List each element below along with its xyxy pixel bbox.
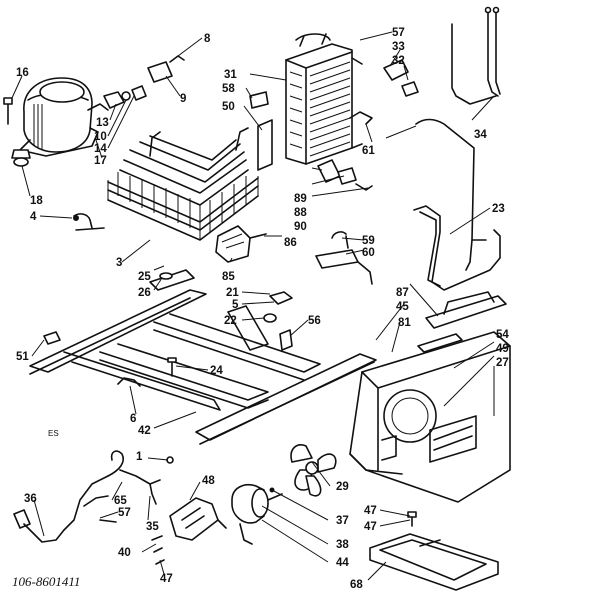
defrost-heater — [315, 231, 373, 285]
callout-59: 59 — [362, 235, 375, 247]
callout-61: 61 — [362, 145, 375, 157]
capillary-tube — [451, 6, 501, 105]
condenser-coil — [107, 127, 259, 241]
callout-25: 25 — [138, 271, 151, 283]
drain-trough — [425, 291, 507, 329]
callout-23: 23 — [492, 203, 505, 215]
callout-47c: 47 — [160, 573, 173, 585]
callout-86: 86 — [284, 237, 297, 249]
callout-58: 58 — [222, 83, 235, 95]
callout-26: 26 — [138, 287, 151, 299]
callout-27: 27 — [496, 357, 509, 369]
clip — [73, 213, 105, 231]
callout-22: 22 — [224, 315, 237, 327]
callout-18: 18 — [30, 195, 43, 207]
door-seal — [417, 333, 463, 353]
relay-overload — [103, 55, 185, 109]
callout-90: 90 — [294, 221, 307, 233]
evap-shield — [249, 91, 273, 171]
callouts: 8 9 16 13 10 14 17 18 4 3 31 58 50 57 33… — [12, 27, 509, 591]
callout-29: 29 — [336, 481, 349, 493]
screw-set-lower — [151, 511, 417, 565]
defrost-terminator — [317, 159, 373, 191]
crossbar — [195, 353, 377, 445]
callout-49: 49 — [496, 343, 509, 355]
callout-48: 48 — [202, 475, 215, 487]
callout-4: 4 — [30, 211, 37, 223]
defrost-bracket — [349, 111, 373, 125]
callout-21: 21 — [226, 287, 239, 299]
callout-31: 31 — [224, 69, 237, 81]
callout-45: 45 — [396, 301, 409, 313]
callout-35: 35 — [146, 521, 159, 533]
callout-87: 87 — [396, 287, 409, 299]
callout-14: 14 — [94, 143, 107, 155]
thermostat-bracket — [383, 59, 419, 97]
callout-47a: 47 — [364, 505, 377, 517]
small-brackets — [43, 331, 177, 387]
callout-34: 34 — [474, 129, 487, 141]
compressor — [19, 77, 109, 157]
callout-10: 10 — [94, 131, 107, 143]
callout-89: 89 — [294, 193, 307, 205]
callout-44: 44 — [336, 557, 349, 569]
callout-24: 24 — [210, 365, 223, 377]
frame-rails — [29, 289, 321, 411]
callout-57b: 57 — [118, 507, 131, 519]
callout-85: 85 — [222, 271, 235, 283]
callout-5: 5 — [232, 299, 239, 311]
fan-shroud — [349, 331, 511, 503]
grommet — [11, 149, 31, 167]
corner-mark: ES — [48, 429, 59, 438]
callout-13: 13 — [96, 117, 109, 129]
callout-38: 38 — [336, 539, 349, 551]
callout-36: 36 — [24, 493, 37, 505]
callout-33: 33 — [392, 41, 405, 53]
fan-blade — [290, 444, 337, 497]
callout-50: 50 — [222, 101, 235, 113]
callout-32: 32 — [392, 55, 405, 67]
callout-17: 17 — [94, 155, 107, 167]
callout-6: 6 — [130, 413, 136, 425]
callout-40: 40 — [118, 547, 131, 559]
mounting-bolt — [3, 97, 13, 125]
callout-8: 8 — [204, 33, 211, 45]
callout-3: 3 — [116, 257, 122, 269]
power-cord — [13, 450, 174, 543]
diagram-code: 106-8601411 — [12, 574, 80, 589]
callout-65: 65 — [114, 495, 127, 507]
evaporator — [285, 33, 363, 165]
callout-9: 9 — [180, 93, 186, 105]
callout-37: 37 — [336, 515, 349, 527]
defrost-timer — [215, 225, 267, 263]
callout-57a: 57 — [392, 27, 405, 39]
callout-1: 1 — [136, 451, 143, 463]
callout-54: 54 — [496, 329, 509, 341]
callout-51: 51 — [16, 351, 29, 363]
callout-16: 16 — [16, 67, 29, 79]
callout-68: 68 — [350, 579, 363, 591]
fan-motor — [231, 484, 283, 545]
capacitor-clips — [263, 291, 293, 351]
callout-81: 81 — [398, 317, 411, 329]
callout-42: 42 — [138, 425, 151, 437]
callout-88: 88 — [294, 207, 307, 219]
callout-60: 60 — [362, 247, 375, 259]
suction-line — [413, 118, 501, 291]
leader-lines — [11, 31, 495, 581]
callout-56: 56 — [308, 315, 321, 327]
motor-bracket — [169, 497, 227, 541]
drain-pan — [369, 533, 499, 591]
callout-47b: 47 — [364, 521, 377, 533]
